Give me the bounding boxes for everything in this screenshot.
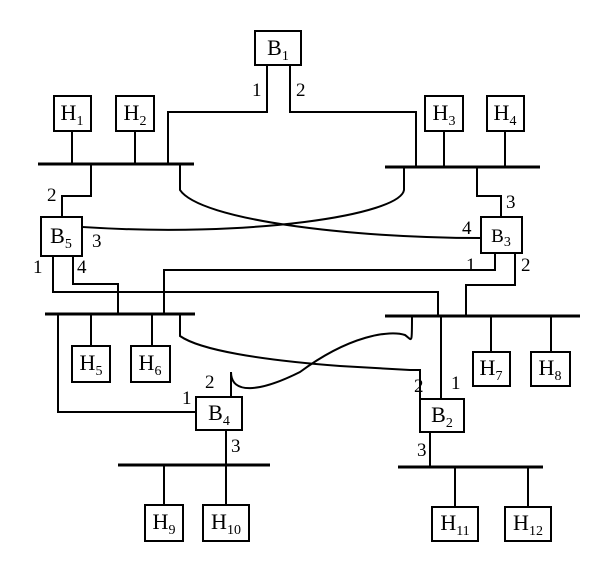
b5-port-3-label: 3 [92,231,102,252]
host-h7: H7 [472,351,511,387]
bridge-b2: B2 [419,398,465,433]
b5-port-4-label: 4 [77,257,87,278]
host-h2: H2 [115,95,155,132]
b4-port-1-label: 1 [182,388,192,409]
b3-port-3-label: 3 [506,192,516,213]
host-h5: H5 [71,345,111,383]
host-h4: H4 [486,95,525,132]
svg-text:B4: B4 [208,400,230,429]
host-h12: H12 [504,506,552,542]
host-h3: H3 [424,95,464,132]
svg-text:H9: H9 [153,509,176,538]
svg-text:H6: H6 [139,350,162,379]
host-h10: H10 [202,504,250,542]
host-h6: H6 [130,345,171,383]
svg-text:H2: H2 [124,100,147,129]
b5-port-1-label: 1 [33,257,43,278]
svg-text:B2: B2 [431,402,453,431]
b2-port-1-label: 1 [451,373,461,394]
host-h9: H9 [144,504,184,542]
host-h8: H8 [530,351,571,387]
b3-port-2-label: 2 [521,255,531,276]
b5-port-2-label: 2 [47,185,57,206]
bridge-b5: B5 [40,216,83,257]
svg-text:B3: B3 [491,226,511,250]
svg-text:H10: H10 [211,509,241,538]
svg-text:H7: H7 [480,355,503,384]
b4-port-2-label: 2 [205,372,215,393]
b4-port-3-label: 3 [231,436,241,457]
bridge-links [52,64,516,468]
svg-text:H4: H4 [494,100,517,129]
b1-port-1-label: 1 [252,80,262,101]
host-h11: H11 [431,506,479,542]
svg-text:H3: H3 [433,100,456,129]
svg-text:H5: H5 [80,350,103,379]
bridge-b1: B1 [254,30,302,66]
b2-port-2-label: 2 [414,376,424,397]
svg-text:H11: H11 [440,510,469,539]
svg-text:H8: H8 [539,355,562,384]
b2-port-3-label: 3 [417,440,427,461]
bridge-b4: B4 [195,396,243,431]
svg-text:H1: H1 [61,100,84,129]
bridge-b3: B3 [480,216,523,254]
b3-port-1-label: 1 [466,255,476,276]
svg-text:B5: B5 [50,223,72,252]
svg-text:H12: H12 [513,510,543,539]
svg-text:B1: B1 [267,35,289,64]
b1-port-2-label: 2 [296,80,306,101]
b3-port-4-label: 4 [462,218,472,239]
host-h1: H1 [53,95,92,132]
host-links [71,130,552,508]
